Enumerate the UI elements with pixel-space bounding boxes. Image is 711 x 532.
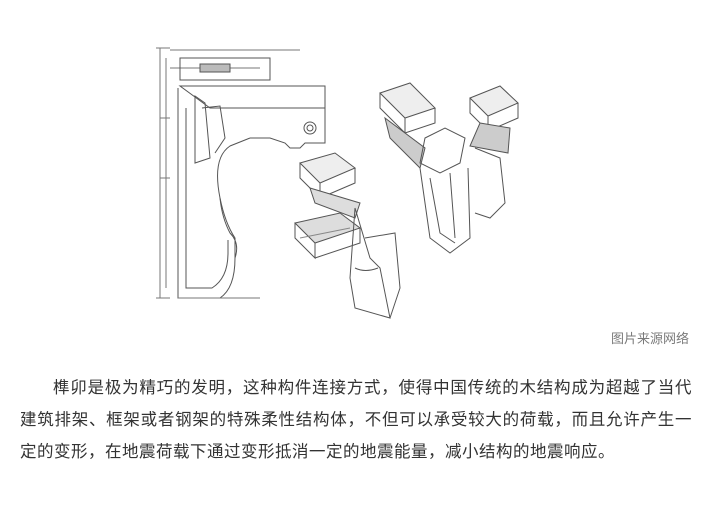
joinery-illustration bbox=[150, 28, 560, 328]
joint-component-right bbox=[379, 82, 519, 254]
image-source-caption: 图片来源网络 bbox=[610, 332, 689, 347]
joint-component-middle bbox=[294, 152, 401, 319]
elevation-drawing bbox=[156, 47, 326, 299]
article-paragraph: 榫卯是极为精巧的发明，这种构件连接方式，使得中国传统的木结构成为超越了当代建筑排… bbox=[20, 378, 692, 461]
joinery-drawing-icon bbox=[156, 47, 519, 319]
